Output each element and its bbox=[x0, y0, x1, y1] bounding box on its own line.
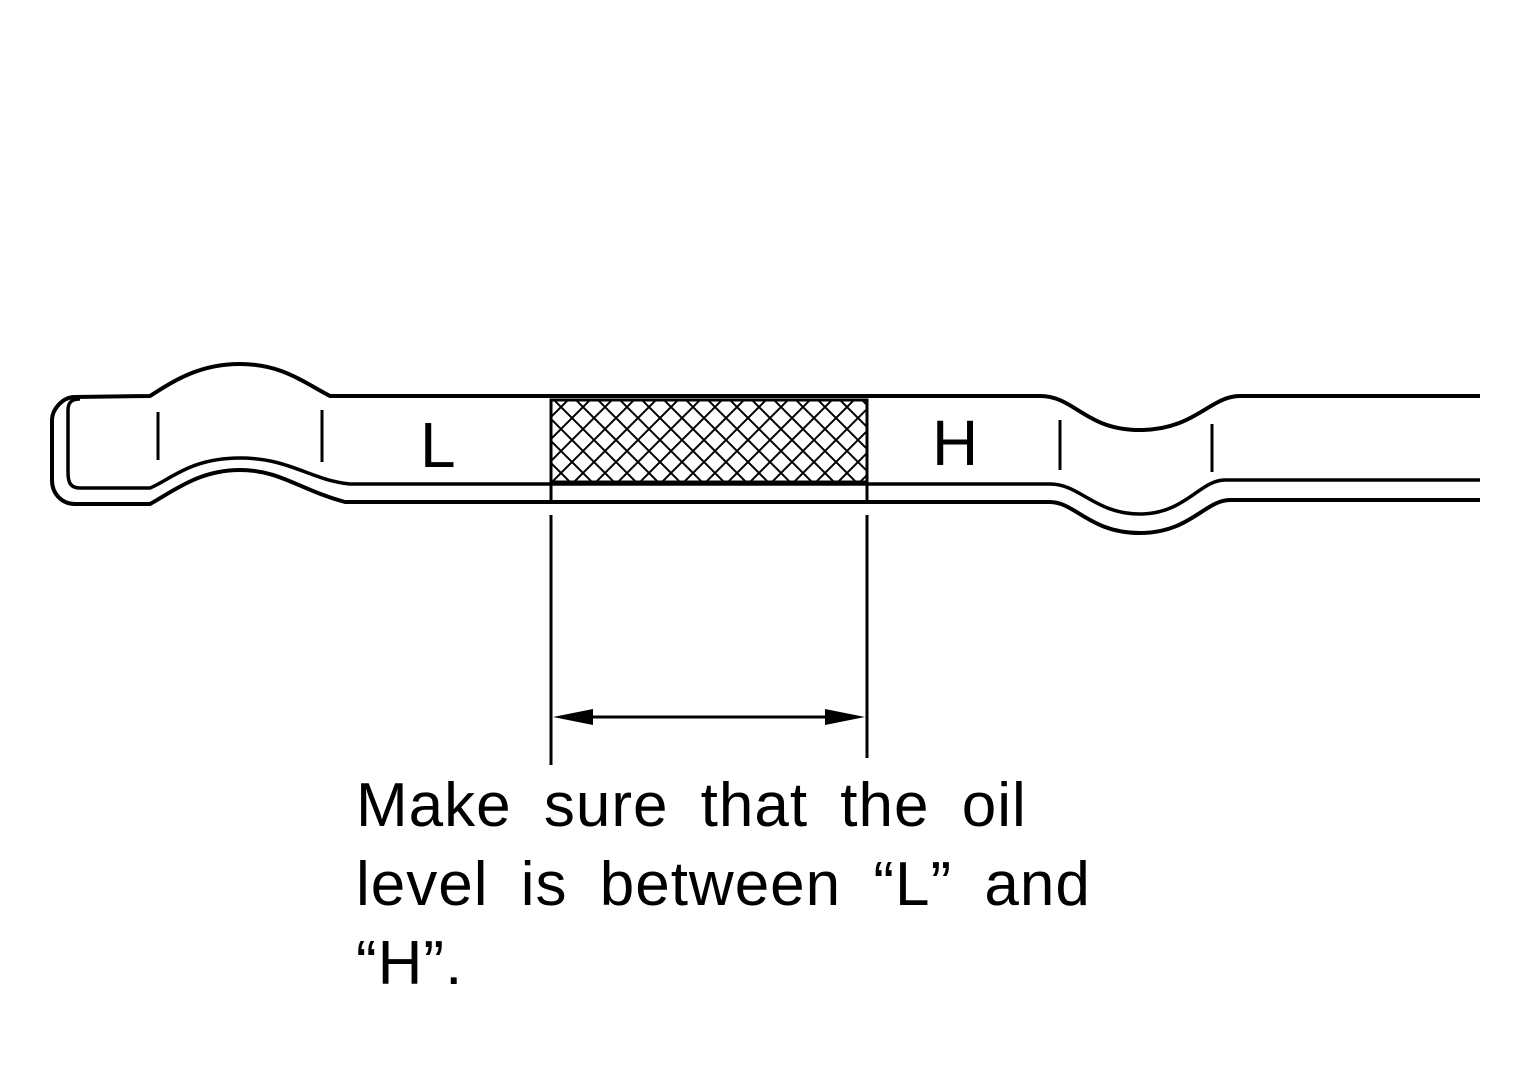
instruction-caption: Make sure that the oil level is between … bbox=[356, 766, 1116, 1003]
caption-line: level is between “L” and bbox=[356, 850, 1091, 919]
range-arrowhead-right bbox=[825, 709, 865, 725]
caption-line: Make sure that the oil bbox=[356, 771, 1027, 840]
low-mark-label: L bbox=[420, 409, 456, 481]
dipstick-inner-edge bbox=[66, 397, 1480, 516]
oil-level-zone bbox=[549, 398, 869, 484]
dipstick-outer-outline bbox=[50, 361, 1480, 536]
caption-line: “H”. bbox=[356, 929, 464, 998]
high-mark-label: H bbox=[932, 407, 978, 479]
range-arrowhead-left bbox=[553, 709, 593, 725]
